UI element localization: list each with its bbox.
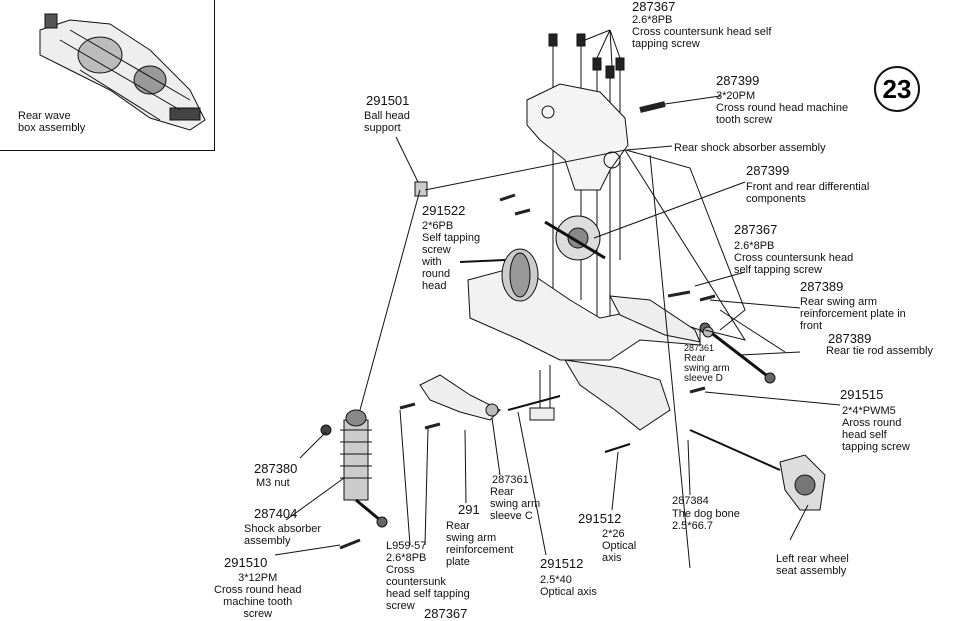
step-number-badge: 23 [874,66,920,112]
callout-287389-plate-desc: Rear swing arm reinforcement plate in fr… [800,296,906,332]
callout-287361-c-code: 287361 [492,474,529,486]
callout-left-rear-wheel-seat: Left rear wheel seat assembly [776,553,849,577]
callout-291515-desc: 2*4*PWM5 Aross round head self tapping s… [842,405,910,453]
callout-291512-bottom-desc: 2.5*40 Optical axis [540,574,597,598]
callout-287380-code: 287380 [254,461,298,476]
callout-287367-right-desc: 2.6*8PB Cross countersunk head self tapp… [734,240,854,276]
callout-l959-desc: 2.6*8PB Cross countersunk head self tapp… [386,552,470,612]
callout-287367-bottom-code: 287367 [424,606,468,621]
callout-287367-right-code: 287367 [734,222,778,237]
callout-287367-top-desc: 2.6*8PB Cross countersunk head self tapp… [632,14,772,50]
callout-291510-desc: 3*12PM Cross round head machine tooth sc… [214,572,302,620]
callout-287399-top-code: 287399 [716,73,760,88]
callout-291-plate-code: 291 [458,502,480,517]
callout-287361-c-desc: Rear swing arm sleeve C [490,486,541,522]
callout-287384-code: 287384 [672,495,709,507]
callout-291501-desc: Ball head support [364,110,410,134]
callout-287384-desc: The dog bone 2.5*66.7 [672,508,740,532]
callout-291512-mid-desc: 2*26 Optical axis [602,528,637,564]
callout-291501-code: 291501 [366,93,410,108]
callout-rear-shock-absorber: Rear shock absorber assembly [674,142,826,154]
callout-291512-bottom-code: 291512 [540,556,584,571]
inset-caption: Rear wave box assembly [18,110,86,134]
inset-panel [0,0,215,151]
callout-287399-top-desc: 3*20PM Cross round head machine tooth sc… [716,90,849,126]
callout-287367-top-code: 287367 [632,0,676,14]
callout-291-plate-desc: Rear swing arm reinforcement plate [446,520,514,568]
callout-287399-diff-code: 287399 [746,163,790,178]
callout-287361-d-desc: Rear swing arm sleeve D [684,353,730,384]
callout-287404-code: 287404 [254,506,298,521]
callout-287389-plate-code: 287389 [800,279,844,294]
callout-l959-code: L959-57 [386,540,427,552]
callout-287380-desc: M3 nut [256,477,290,489]
inset-assembly-drawing [39,13,206,131]
callout-291522-desc: 2*6PB Self tapping screw with round head [422,220,481,292]
callout-287404-desc: Shock absorber assembly [244,523,322,547]
callout-291522-code: 291522 [422,203,466,218]
callout-287389-tie-desc: Rear tie rod assembly [826,345,933,357]
callout-291512-mid-code: 291512 [578,511,622,526]
callout-287399-diff-desc: Front and rear differential components [746,181,870,205]
callout-291510-code: 291510 [224,555,268,570]
callout-287361-d-code: 287361 [684,343,715,353]
callout-291515-code: 291515 [840,387,884,402]
callout-287389-tie-code: 287389 [828,331,872,346]
